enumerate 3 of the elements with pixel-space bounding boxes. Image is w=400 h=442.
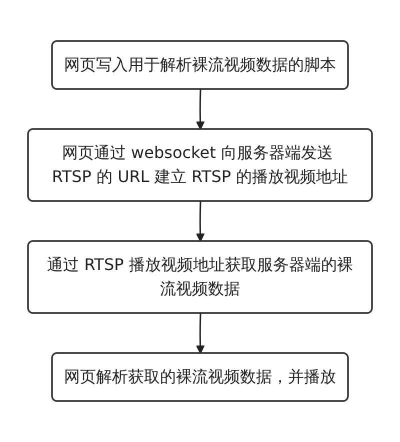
arrow [196,313,205,354]
arrow [196,201,205,242]
arrow [196,89,205,130]
